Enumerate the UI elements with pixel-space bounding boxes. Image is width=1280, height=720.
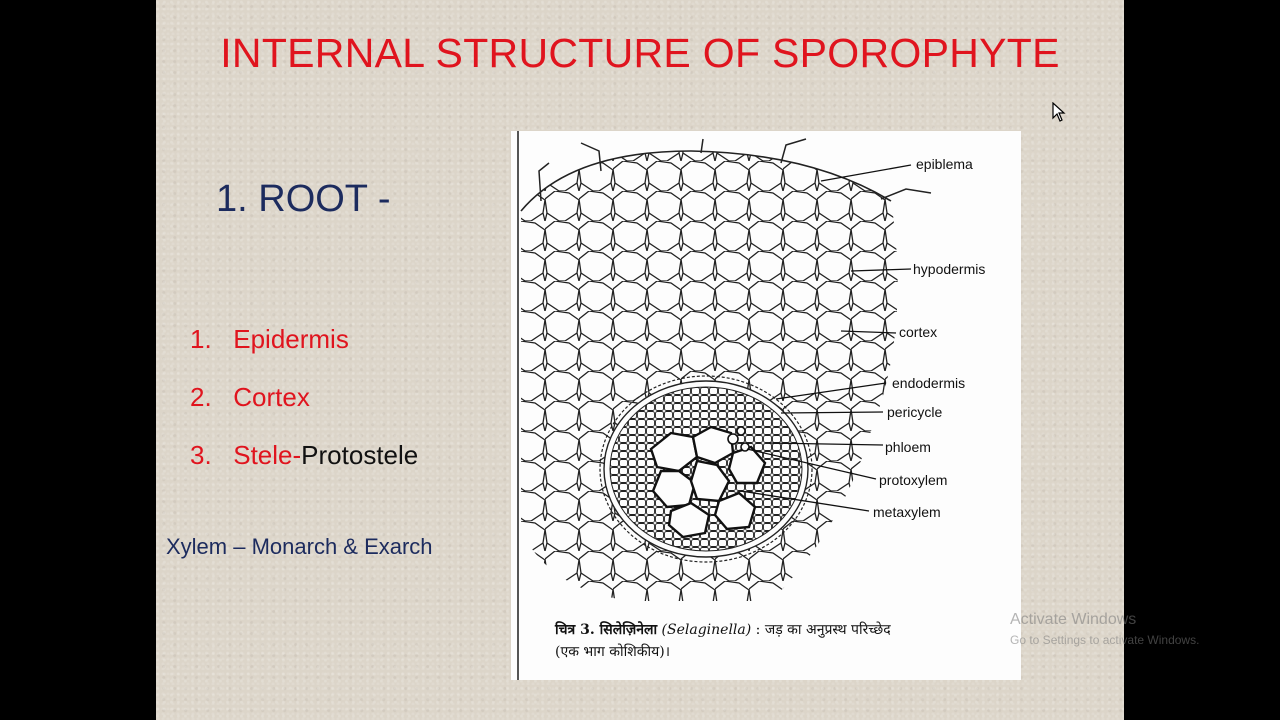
xylem-note: Xylem – Monarch & Exarch <box>166 534 433 559</box>
list-separator: - <box>292 440 302 470</box>
root-heading: 1. ROOT - <box>216 178 391 220</box>
label-cortex: cortex <box>899 324 937 340</box>
mouse-cursor-icon <box>1052 102 1066 122</box>
selaginella-root-figure: epiblema hypodermis cortex endodermis pe… <box>511 131 1021 680</box>
list-number: 3. <box>190 440 212 470</box>
label-metaxylem: metaxylem <box>873 504 941 520</box>
slide: INTERNAL STRUCTURE OF SPOROPHYTE 1. ROOT… <box>156 0 1124 720</box>
activate-windows-watermark: Activate Windows Go to Settings to activ… <box>1010 610 1199 650</box>
label-epiblema: epiblema <box>916 156 973 172</box>
label-pericycle: pericycle <box>887 404 942 420</box>
root-section-diagram: epiblema hypodermis cortex endodermis pe… <box>517 131 985 680</box>
list-number: 2. <box>190 382 212 412</box>
label-protoxylem: protoxylem <box>879 472 947 488</box>
list-suffix: Protostele <box>301 440 419 470</box>
caption-suffix: : जड़ का अनुप्रस्थ परिच्छेद <box>755 622 891 638</box>
caption-line2: (एक भाग कोशिकीय)। <box>555 644 670 660</box>
list-item: 3. Stele-Protostele <box>190 434 418 492</box>
list-label: Epidermis <box>233 324 349 354</box>
list-label: Stele <box>233 440 293 470</box>
list-item: 2. Cortex <box>190 376 418 434</box>
figure-caption: चित्र 3. सिलेज़िनेला (Selaginella) : जड़… <box>555 619 891 663</box>
slide-title: INTERNAL STRUCTURE OF SPOROPHYTE <box>220 30 1060 76</box>
label-endodermis: endodermis <box>892 375 965 391</box>
watermark-title: Activate Windows <box>1010 611 1137 628</box>
label-hypodermis: hypodermis <box>913 261 985 277</box>
caption-latin: (Selaginella) <box>661 622 752 638</box>
label-phloem: phloem <box>885 439 931 455</box>
list-number: 1. <box>190 324 212 354</box>
list-label: Cortex <box>233 382 310 412</box>
caption-prefix: चित्र 3. सिलेज़िनेला <box>555 622 658 638</box>
list-item: 1. Epidermis <box>190 318 418 376</box>
root-parts-list: 1. Epidermis 2. Cortex 3. Stele-Protoste… <box>190 318 418 492</box>
watermark-subtitle: Go to Settings to activate Windows. <box>1010 633 1200 647</box>
